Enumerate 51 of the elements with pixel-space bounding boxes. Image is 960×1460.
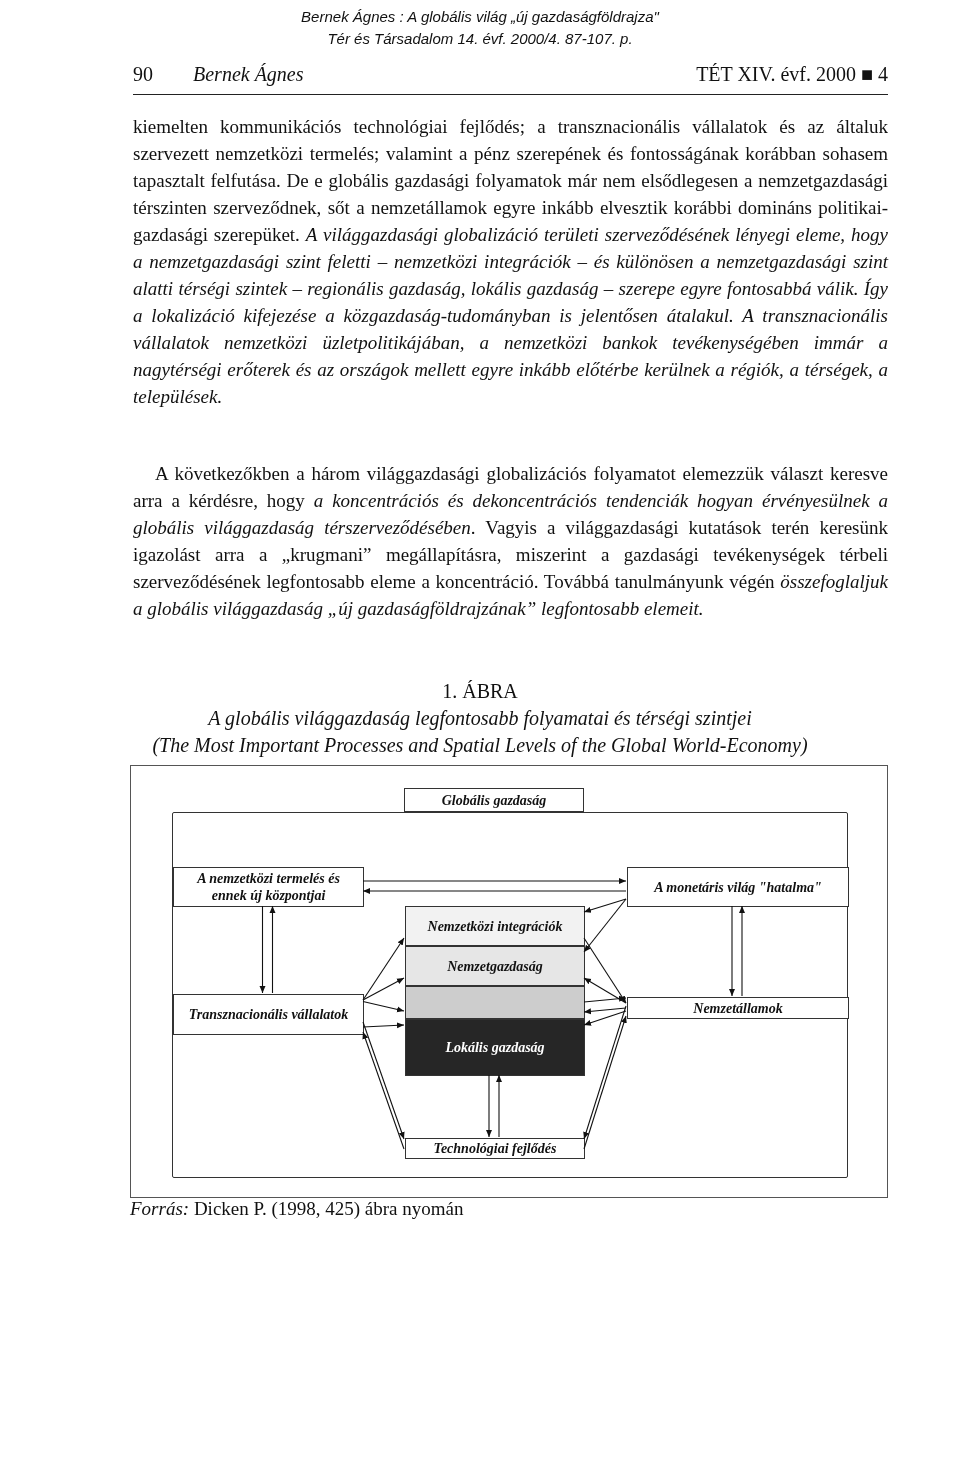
arrow [583,1010,627,1026]
arrow [583,1007,627,1015]
arrow [583,937,627,1004]
process-box [173,867,364,907]
arrow [362,878,627,884]
figure-number: 1. ÁBRA [441,680,519,703]
source-note: Forrás: Dicken P. (1998, 425) ábra nyomán [130,1198,464,1220]
arrow [362,1022,405,1029]
process-box [173,994,364,1035]
figure-title: A globális világgazdaság legfontosabb folyamatai és térségi szintjei [206,707,753,730]
process-box [405,946,585,986]
arrow [729,905,735,997]
process-box [405,1138,585,1159]
arrow [362,888,627,894]
running-header: Bernek Ágnes : A globális világ „új gazdaságföldrajza" [300,8,661,25]
group-box [172,812,848,1178]
running-header: Tér és Társadalom 14. évf. 2000/4. 87-107. p. [326,30,634,47]
process-box [405,906,585,946]
process-box [627,867,849,907]
node-label: Nemzetközi integrációk [426,917,564,935]
arrow [362,1031,405,1150]
node-label: Transznacionális vállalatok [187,1006,350,1023]
arrow [486,1074,492,1138]
process-box [627,997,849,1019]
node-label: Globális gazdaság [440,791,548,809]
arrow [739,905,745,997]
node-label: Nemzetgazdaság [446,957,544,975]
arrow [259,905,266,994]
arrow [583,898,627,913]
heading-tab [404,788,584,812]
arrow [583,898,627,953]
node-label: Lokális gazdaság [444,1039,546,1056]
arrow [496,1074,502,1138]
node-label: A nemzetközi termelés és ennek új központjai [195,870,341,904]
node-label: A monetáris világ "hatalma" [652,878,823,896]
page-number: 90 [133,63,153,86]
arrow [583,995,627,1003]
arrow [362,977,405,1001]
journal-issue: TÉT XIV. évf. 2000 ■ 4 [696,63,888,86]
arrow [269,905,276,994]
node-label: Nemzetállamok [692,999,784,1017]
figure-subtitle: (The Most Important Processes and Spatial Levels of the Global World-Economy) [151,734,809,757]
process-box [405,1019,585,1076]
level-band [405,986,585,1019]
arrow [362,937,405,1001]
arrow [583,977,627,1004]
node-label: Technológiai fejlődés [432,1140,558,1157]
author-name: Bernek Ágnes [193,63,304,86]
arrow [362,1021,405,1140]
arrow [362,1000,405,1013]
paragraph: kiemelten kommunikációs technológiai fejlődés; a transznacionális vállalatok és az általuk szervezett nemzetközi termelés; valamint a pénz szerepének és fontosságának korábban sohasem tapasztalt felfutása. De e globális gazdasági folyamatok már nem elsődlegesen a nemzetgazdasági térszinten szerveződnek, sőt a nemzetállamok egyre inkább elvesztik korábbi domináns politikai-gazdasági szerepüket. A világgazdasági globalizáció területi szerveződésének lényegi eleme, hogy a nemzetgazdasági szint feletti – nemzetközi integrációk – és különösen a nemzetgazdasági szint alatti térségi szintek – regionális gazdaság, lokális gazdaság – szerepe egyre fontosabbá válik. Így a lokalizáció kifejezése a közgazdaság-tudományban is jelentősen átalakul. A transznacionális vállalatok nemzetközi üzletpolitikájában, a nemzetközi bankok tevékenységében immár a nagytérségi erőterek és az országok mellett egyre inkább előtérbe kerülnek a régiók, a térségek, a települések. [133,115,888,409]
